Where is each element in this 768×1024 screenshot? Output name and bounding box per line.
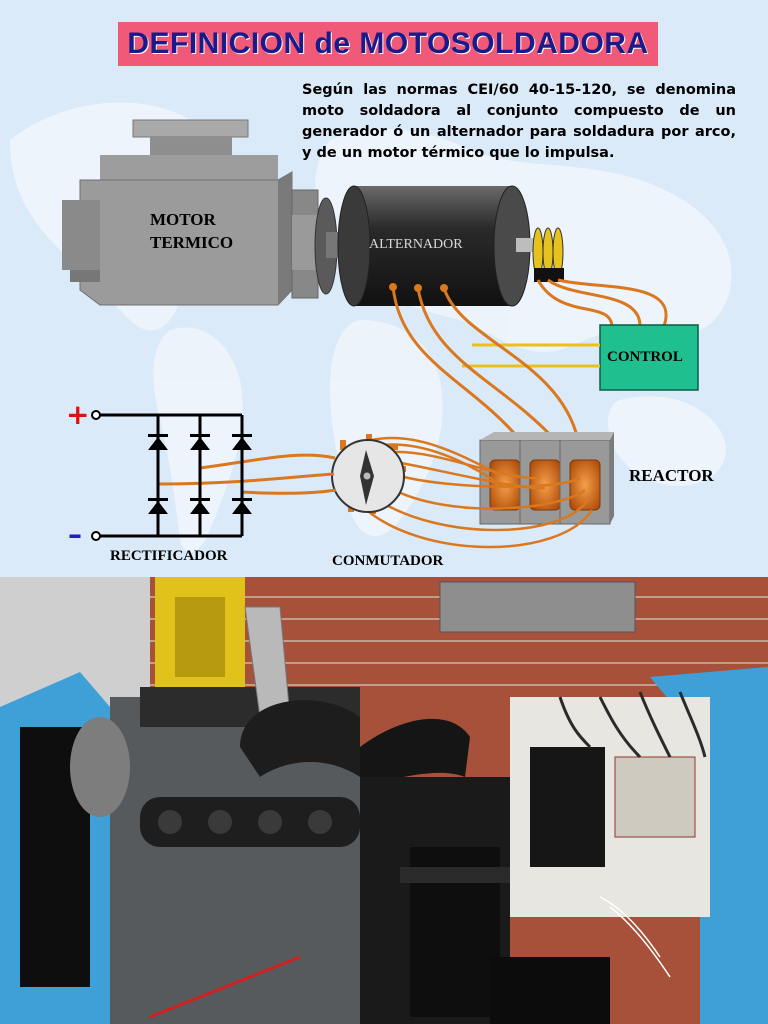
rectificador-label: RECTIFICADOR [110,548,228,564]
plus-sign: + [66,398,90,431]
motor-label-line1: MOTOR [150,210,216,229]
page-title: DEFINICION de MOTOSOLDADORA [118,22,658,66]
slip-rings [532,227,564,282]
rectificador-bridge [96,413,244,538]
alternator-terminals [389,283,448,292]
minus-sign: – [68,518,82,551]
alternator-reactor-wires [391,285,580,442]
control-box [599,324,699,391]
negative-terminal [91,531,101,541]
signal-wires [462,343,600,368]
conmutador-label: CONMUTADOR [332,553,444,569]
alternador-label: ALTERNADOR [369,237,463,252]
control-wires [536,278,668,327]
diodes [148,434,252,514]
positive-terminal [91,410,101,420]
motor-label-line2: TERMICO [150,233,234,252]
motosoldadora-photo [0,577,768,1024]
description-text: Según las normas CEI/60 40-15-120, se de… [302,82,736,161]
conmutador [331,434,406,514]
rectifier-wires [157,453,337,495]
reactor-label: REACTOR [629,466,714,485]
reactor [479,432,614,525]
alternador [337,185,542,307]
control-label: CONTROL [607,349,683,365]
conmutador-wires [361,436,594,549]
motosoldadora-diagram [62,119,699,549]
motor-termico [62,119,322,306]
